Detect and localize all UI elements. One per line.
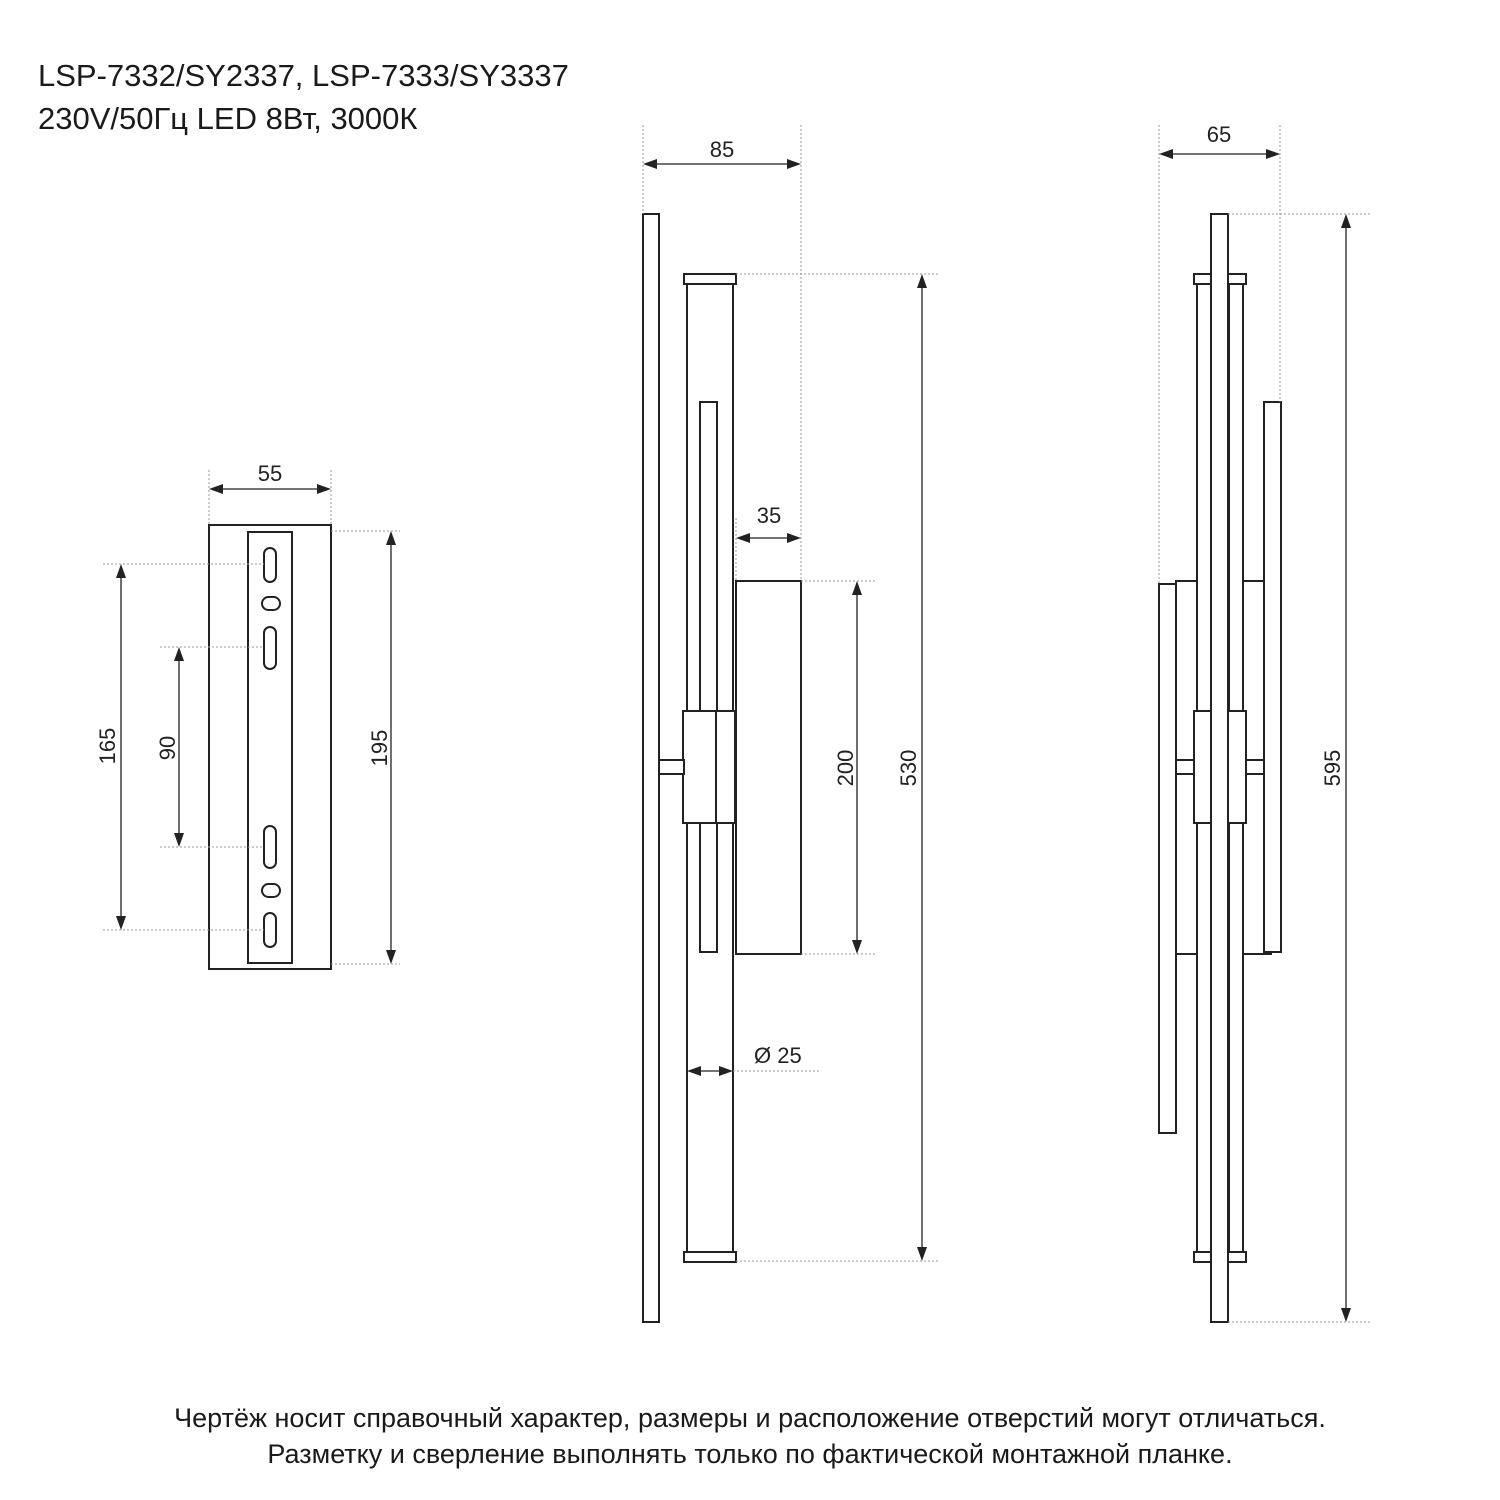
dim-box-height-label: 200 [833, 750, 858, 787]
wall-bar [642, 213, 660, 1323]
inner-led-bar [699, 401, 718, 953]
slot-hole [263, 825, 277, 869]
front-bar-left [1158, 583, 1177, 1134]
front-connector-left [1175, 759, 1195, 775]
dim-tube-length-label: 530 [896, 750, 921, 787]
round-hole [261, 883, 281, 898]
dim-total-height-label: 595 [1320, 750, 1345, 787]
slot-hole [263, 626, 277, 670]
front-clamp-right [1227, 710, 1247, 824]
side-view: 85 35 200 530 Ø 25 [642, 125, 940, 1323]
tube-cap-top [683, 273, 737, 285]
dim-hole-inner-label: 90 [155, 736, 180, 760]
front-view: 65 595 [1158, 122, 1370, 1323]
dim-plate-width-label: 55 [258, 461, 282, 486]
dim-tube-diameter-label: Ø 25 [754, 1043, 802, 1068]
dim-plate-height-label: 195 [367, 730, 392, 767]
tube-cap-bottom [683, 1251, 737, 1263]
wall-connector [658, 759, 685, 775]
header-specs: 230V/50Гц LED 8Вт, 3000К [38, 101, 418, 136]
clamp-block [682, 710, 736, 824]
front-connector-right [1245, 759, 1265, 775]
driver-box [735, 580, 802, 955]
slot-hole [263, 912, 277, 948]
dim-box-depth-label: 35 [757, 503, 781, 528]
round-hole [261, 596, 281, 611]
mounting-plate-view: 55 195 165 90 [95, 461, 400, 970]
footer-disclaimer: Чертёж носит справочный характер, размер… [174, 1403, 1326, 1433]
header-models: LSP-7332/SY2337, LSP-7333/SY3337 [38, 58, 569, 93]
front-bar-right [1263, 401, 1282, 953]
footer-instruction: Разметку и сверление выполнять только по… [267, 1439, 1233, 1469]
front-center-bar [1210, 213, 1229, 1323]
dim-front-width-label: 65 [1207, 122, 1231, 147]
front-clamp-left [1193, 710, 1213, 824]
dim-hole-outer-label: 165 [95, 728, 120, 765]
slot-hole [263, 547, 277, 583]
dim-side-depth-label: 85 [710, 137, 734, 162]
